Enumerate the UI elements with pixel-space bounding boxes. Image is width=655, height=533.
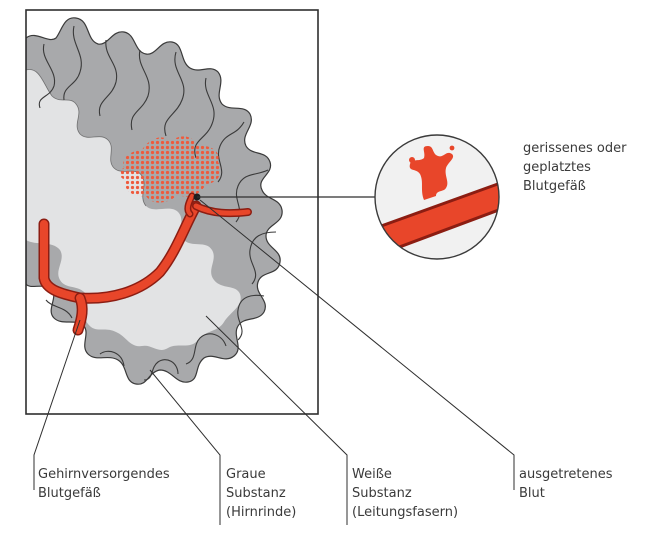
label-grey-matter: Graue Substanz (Hirnrinde) (226, 465, 296, 522)
brain-section (26, 18, 282, 384)
label-white-matter: Weiße Substanz (Leitungsfasern) (352, 465, 458, 522)
label-supplying-vessel: Gehirnversorgendes Blutgefäß (38, 465, 170, 503)
label-vessel-rupture: gerissenes oder geplatztes Blutgefäß (523, 139, 626, 196)
label-leaked-blood: ausgetretenes Blut (519, 465, 613, 503)
magnified-view (370, 135, 520, 259)
